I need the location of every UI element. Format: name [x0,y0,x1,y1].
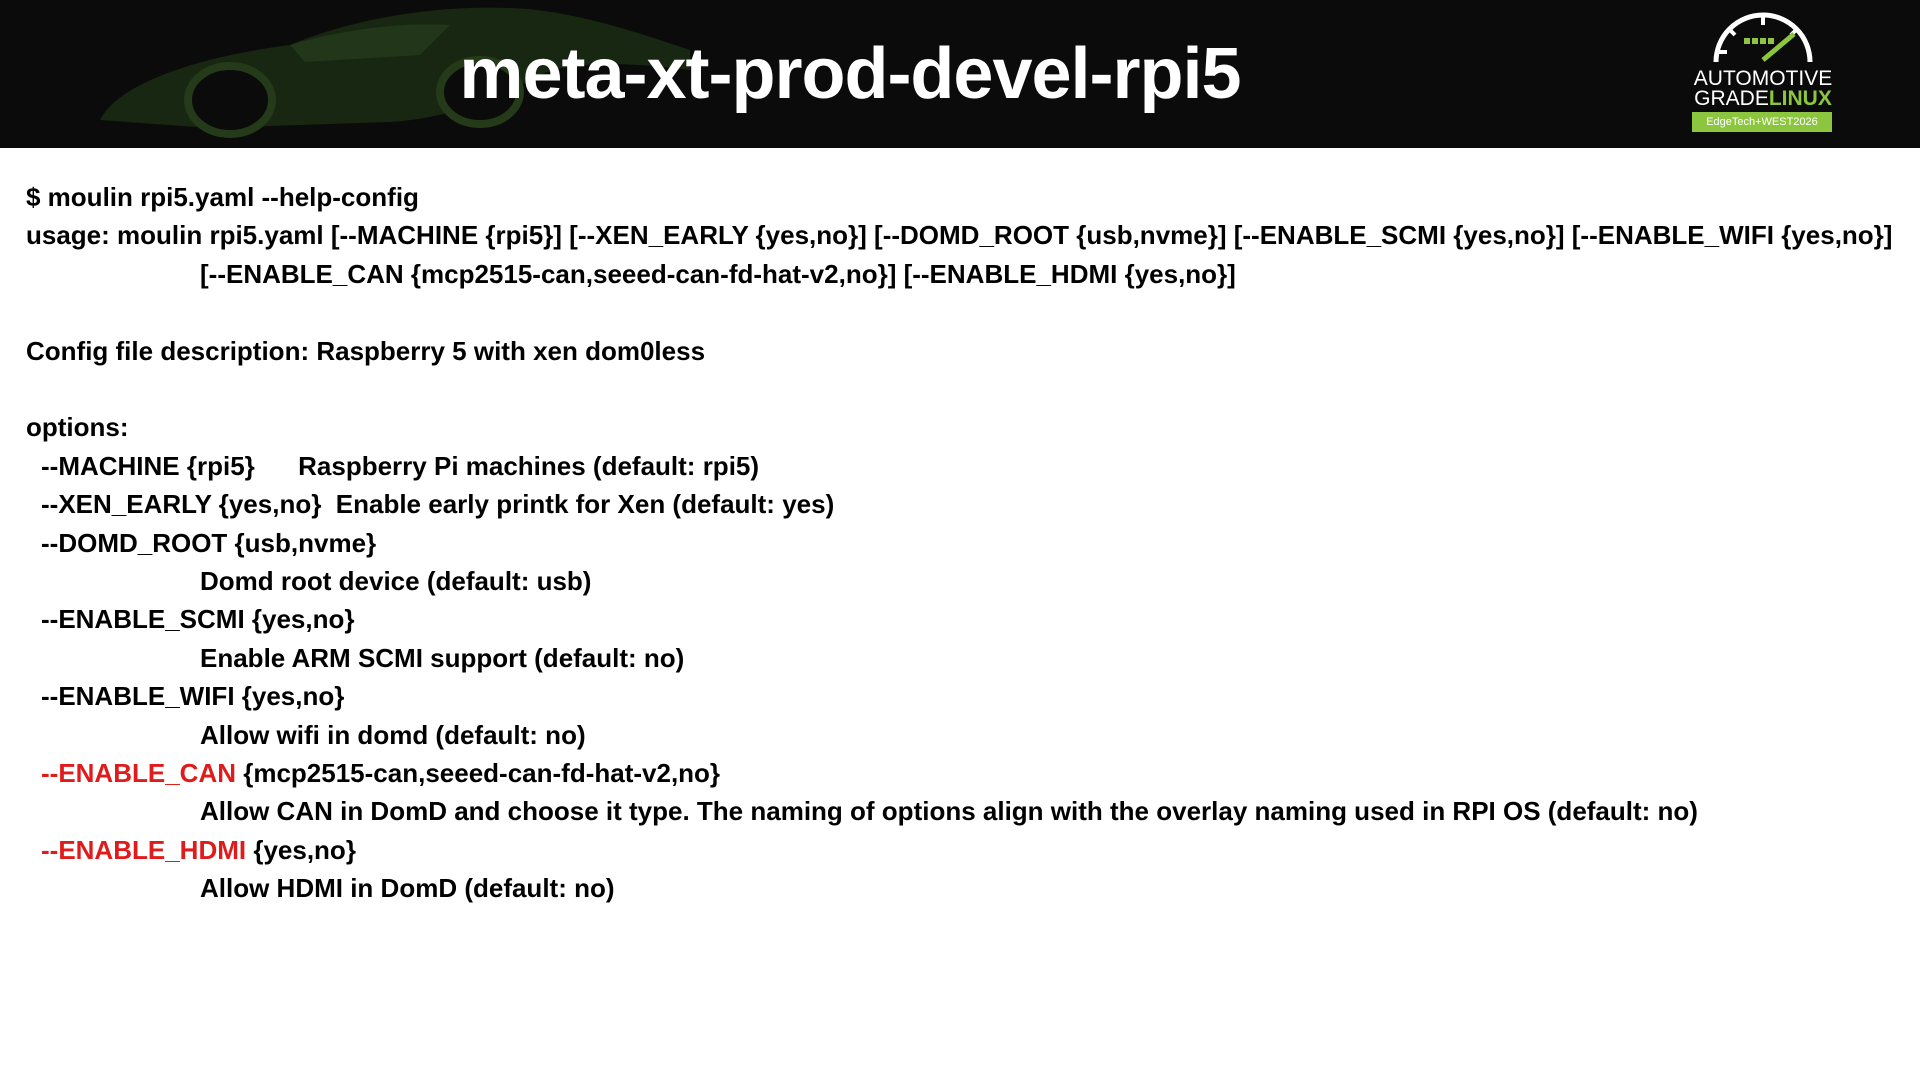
option-machine: --MACHINE {rpi5} Raspberry Pi machines (… [41,450,760,481]
blank-line [26,370,1906,408]
option-enable-hdmi-values: {yes,no} [246,834,356,865]
blank-line [26,293,1906,331]
option-enable-wifi-description: Allow wifi in domd (default: no) [200,719,586,750]
option-enable-can-description: Allow CAN in DomD and choose it type. Th… [200,796,1698,827]
option-domd-root: --DOMD_ROOT {usb,nvme} [41,527,377,558]
usage-line-continued: [--ENABLE_CAN {mcp2515-can,seeed-can-fd-… [200,258,1236,289]
slide-header: meta-xt-prod-devel-rpi5 AUTOMOTIVE GRADE… [0,0,1920,148]
command-line: $ moulin rpi5.yaml --help-config [26,182,419,212]
option-enable-wifi: --ENABLE_WIFI {yes,no} [41,681,345,712]
speedometer-gauge-icon [1713,12,1813,63]
option-enable-scmi: --ENABLE_SCMI {yes,no} [41,604,355,635]
option-enable-can-values: {mcp2515-can,seeed-can-fd-hat-v2,no} [236,758,721,789]
option-enable-hdmi-description: Allow HDMI in DomD (default: no) [200,873,615,904]
usage-line: usage: moulin rpi5.yaml [--MACHINE {rpi5… [26,220,1893,251]
terminal-output: $ moulin rpi5.yaml --help-config usage: … [26,178,1906,908]
event-badge: EdgeTech+WEST2026 [1692,112,1832,132]
option-enable-can: --ENABLE_CAN {mcp2515-can,seeed-can-fd-h… [26,754,1906,792]
car-silhouette-icon [100,7,690,138]
logo-text-linux: LINUX [1768,87,1832,110]
option-xen-early: --XEN_EARLY {yes,no} Enable early printk… [41,489,835,520]
option-enable-hdmi: --ENABLE_HDMI {yes,no} [26,831,1906,869]
option-enable-scmi-description: Enable ARM SCMI support (default: no) [200,642,685,673]
options-heading: options: [26,412,129,443]
logo-text-automotive: AUTOMOTIVE [1693,67,1833,90]
option-enable-hdmi-flag: --ENABLE_HDMI [41,834,247,865]
config-description: Config file description: Raspberry 5 wit… [26,335,706,366]
logo-text-grade-linux: GRADELINUX [1690,88,1836,110]
option-domd-root-description: Domd root device (default: usb) [200,566,592,597]
agl-logo: AUTOMOTIVE GRADELINUX EdgeTech+WEST2026 [1690,8,1836,136]
option-enable-can-flag: --ENABLE_CAN [41,758,236,789]
logo-text-grade: GRADE [1694,87,1769,110]
page-title: meta-xt-prod-devel-rpi5 [459,34,1241,114]
